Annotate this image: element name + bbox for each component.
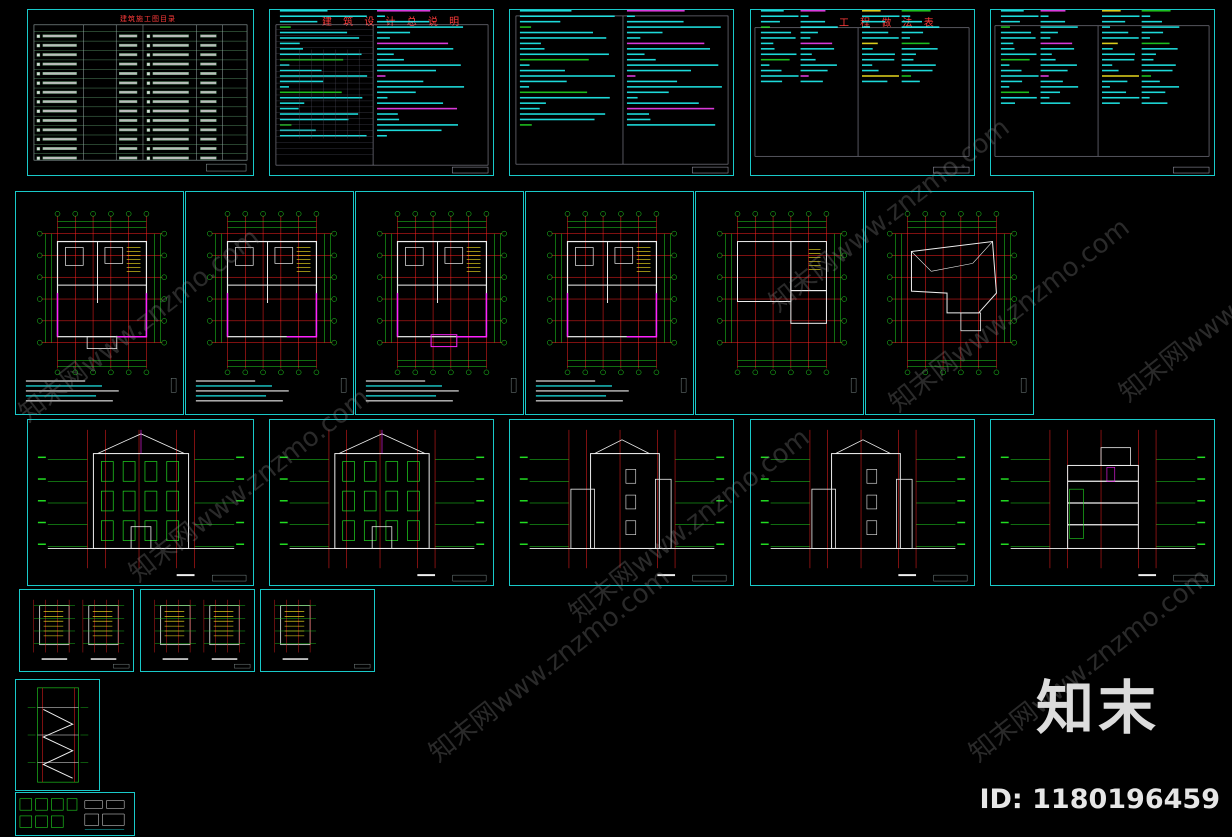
- sheet-design-notes-2: [509, 9, 734, 176]
- sheet-small-details: [15, 792, 135, 836]
- sheet-detail-2: [140, 589, 255, 672]
- sheet-elevation-1: [27, 419, 254, 586]
- elevation-drawing: [279, 429, 487, 582]
- section-drawing: [1000, 429, 1208, 582]
- floor-plan-drawing: [716, 211, 857, 393]
- sheet-construction-table-2: [990, 9, 1215, 176]
- sheet-section: [990, 419, 1215, 586]
- floor-plan-drawing: [886, 211, 1027, 393]
- sheet-plan-5: [695, 191, 864, 415]
- sheet-stair-section: [15, 679, 100, 791]
- stair-section-drawing: [27, 687, 89, 783]
- sheet-plan-1: [15, 191, 184, 415]
- floor-plan-drawing: [25, 211, 177, 402]
- sheet-construction-table: 工 程 做 法 表: [750, 9, 975, 176]
- floor-plan-drawing: [535, 211, 687, 402]
- sheet-elevation-4: [750, 419, 975, 586]
- elevation-drawing: [519, 429, 727, 582]
- elevation-drawing: [37, 429, 247, 582]
- design-notes-title: 建 筑 设 计 总 说 明: [322, 17, 464, 28]
- floor-plan-drawing: [365, 211, 517, 402]
- drawing-index-table: [33, 24, 248, 172]
- watermark-text: 知末网www.znzmo.com: [423, 562, 676, 769]
- construction-table-2-body: [994, 10, 1210, 174]
- elevation-drawing: [760, 429, 968, 582]
- sheet-plan-2: [185, 191, 354, 415]
- detail-drawing: [33, 599, 130, 669]
- sheet-detail-1: [19, 589, 134, 672]
- sheet-design-notes: 建 筑 设 计 总 说 明: [269, 9, 494, 176]
- detail-drawing: [154, 599, 251, 669]
- watermark-text: 知末网www.znzmo.com: [1113, 202, 1232, 409]
- sheet-elevation-2: [269, 419, 494, 586]
- sheet-plan-3: [355, 191, 524, 415]
- sheet-plan-4: [525, 191, 694, 415]
- design-notes-2-body: [515, 10, 729, 174]
- construction-table-title: 工 程 做 法 表: [839, 18, 938, 29]
- sheet-elevation-3: [509, 419, 734, 586]
- brand-id: ID: 1180196459: [979, 784, 1220, 815]
- design-notes-body: [275, 10, 489, 174]
- sheet-plan-6: [865, 191, 1034, 415]
- sheet-drawing-index: 建筑施工图目录: [27, 9, 254, 176]
- brand-logo: 知末: [1035, 674, 1160, 742]
- small-details-drawing: [19, 798, 125, 830]
- sheet-detail-3: [260, 589, 375, 672]
- construction-table-body: [754, 10, 970, 174]
- drawing-index-title: 建筑施工图目录: [120, 15, 176, 23]
- floor-plan-drawing: [195, 211, 347, 402]
- detail-drawing: [274, 599, 371, 669]
